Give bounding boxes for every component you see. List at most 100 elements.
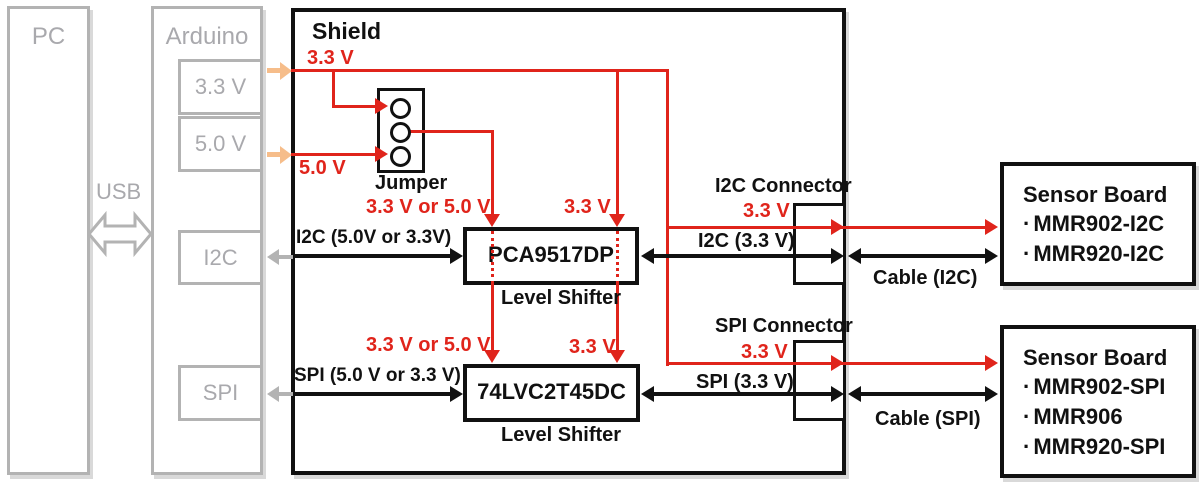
pca9517dp-box: PCA9517DP (463, 227, 639, 285)
spi-connector-box (793, 340, 846, 421)
sensor-board-spi-item: ·MMR920-SPI (1023, 432, 1192, 462)
arrowhead-supply-lvc (484, 350, 500, 363)
arrowhead-3v3-spi-connector (831, 355, 844, 371)
wire-spi-in (291, 392, 451, 396)
arrowhead-cable-i2c-left (848, 248, 861, 264)
wire-3v3-to-pca (616, 69, 619, 214)
usb-label: USB (96, 179, 142, 204)
pca-3v3-label: 3.3 V (564, 196, 611, 218)
arduino-pin-5v-label: 5.0 V (194, 131, 247, 156)
74lvc2t45dc-label: 74LVC2T45DC (477, 378, 626, 404)
bullet-icon: · (1023, 434, 1031, 459)
wire-i2c-to-arduino (279, 255, 293, 259)
rail-5v-label: 5.0 V (299, 157, 346, 179)
jumper-label: Jumper (375, 172, 448, 194)
wire-3v3-to-jumper-h (332, 105, 375, 108)
wire-3v3-trunk (666, 69, 669, 366)
arrowhead-i2c-to-connector (831, 248, 844, 264)
arrowhead-supply-pca (484, 214, 500, 227)
pca9517dp-label: PCA9517DP (488, 241, 614, 267)
wire-supply-to-lvc-1 (491, 284, 494, 351)
shield-title: Shield (312, 18, 382, 44)
arrowhead-5v-jumper (375, 146, 388, 162)
arrowhead-5v-into-shield (280, 146, 292, 164)
wire-supply-dotted-1 (491, 231, 494, 284)
arrowhead-3v3-pca (609, 214, 625, 227)
wire-3v3-to-lvc (616, 284, 619, 351)
arrowhead-3v3-lvc (609, 350, 625, 363)
arrowhead-3v3-jumper (375, 98, 388, 114)
wire-3v3-spi-feed (666, 362, 986, 365)
sensor-board-spi-text: Sensor Board ·MMR902-SPI ·MMR906 ·MMR920… (1004, 329, 1192, 474)
wire-3v3-i2c-feed (666, 226, 986, 229)
i2c-in-label: I2C (5.0V or 3.3V) (296, 227, 452, 248)
spi-connector-label: SPI Connector (715, 315, 853, 337)
pc-box: PC (7, 6, 90, 475)
pca-supply-label: 3.3 V or 5.0 V (366, 196, 491, 218)
lvc-caption: Level Shifter (501, 424, 622, 446)
sensor-board-i2c-text: Sensor Board ·MMR902-I2C ·MMR920-I2C (1004, 166, 1192, 282)
i2c-connector-label: I2C Connector (715, 175, 852, 197)
arrowhead-cable-spi-left (848, 386, 861, 402)
pc-label: PC (31, 23, 66, 50)
arduino-pin-spi-box: SPI (178, 365, 263, 421)
sensor-model: MMR902-I2C (1033, 211, 1165, 236)
wire-5v-to-jumper (291, 153, 375, 156)
wire-cable-i2c (860, 254, 986, 258)
arrowhead-3v3-i2c-connector (831, 219, 844, 235)
wire-3v3-rail (291, 69, 668, 72)
jumper-pin-middle (390, 122, 411, 143)
wire-spi-to-arduino (279, 392, 293, 396)
arrowhead-spi-into-lvc (450, 386, 463, 402)
arrowhead-spi-to-connector (831, 386, 844, 402)
wire-3v3-from-arduino (267, 68, 281, 73)
jumper-pin-top (390, 98, 411, 119)
lvc-3v3-label: 3.3 V (569, 336, 616, 358)
74lvc2t45dc-box: 74LVC2T45DC (463, 364, 640, 422)
bullet-icon: · (1023, 241, 1031, 266)
i2c-bus-label: I2C (3.3 V) (698, 230, 795, 252)
arduino-pin-5v-box: 5.0 V (178, 116, 263, 172)
pca-caption: Level Shifter (501, 287, 622, 309)
wire-i2c-in (291, 254, 451, 258)
cable-i2c-label: Cable (I2C) (873, 267, 978, 289)
arrowhead-3v3-i2c-board (985, 219, 998, 235)
arrowhead-3v3-spi-board (985, 355, 998, 371)
wire-cable-spi (860, 392, 986, 396)
sensor-board-spi-box: Sensor Board ·MMR902-SPI ·MMR906 ·MMR920… (1000, 325, 1196, 478)
i2c-connector-box (793, 203, 846, 285)
arrowhead-i2c-into-pca (450, 248, 463, 264)
bullet-icon: · (1023, 404, 1031, 429)
usb-double-arrow-icon (87, 210, 153, 258)
spi-bus-label: SPI (3.3 V) (696, 371, 794, 393)
i2c-connector-power-label: 3.3 V (743, 200, 790, 222)
arrowhead-cable-spi-right (985, 386, 998, 402)
arrowhead-3v3-into-shield (280, 62, 292, 80)
spi-in-label: SPI (5.0 V or 3.3 V) (294, 365, 461, 386)
arduino-pin-3v3-label: 3.3 V (194, 74, 247, 99)
jumper-pin-bottom (390, 146, 411, 167)
sensor-model: MMR902-SPI (1033, 374, 1166, 399)
wire-i2c-pca-connector (653, 254, 832, 258)
sensor-model: MMR920-SPI (1033, 434, 1166, 459)
arduino-pin-i2c-label: I2C (203, 245, 238, 270)
rail-3v3-label: 3.3 V (307, 47, 354, 69)
cable-spi-label: Cable (SPI) (875, 408, 981, 430)
bullet-icon: · (1023, 374, 1031, 399)
spi-connector-power-label: 3.3 V (741, 341, 788, 363)
arrowhead-i2c-arduino (267, 249, 279, 265)
arrowhead-spi-arduino (267, 386, 279, 402)
arrowhead-cable-i2c-right (985, 248, 998, 264)
wire-jumper-out-v (491, 130, 494, 214)
wire-3v3-to-jumper-v (332, 69, 335, 108)
arduino-label: Arduino (165, 23, 249, 50)
sensor-board-i2c-item: ·MMR902-I2C (1023, 209, 1192, 239)
sensor-board-spi-item: ·MMR902-SPI (1023, 372, 1192, 402)
sensor-model: MMR920-I2C (1033, 241, 1165, 266)
lvc-supply-label: 3.3 V or 5.0 V (366, 334, 491, 356)
sensor-board-i2c-box: Sensor Board ·MMR902-I2C ·MMR920-I2C (1000, 162, 1196, 286)
arduino-pin-i2c-box: I2C (178, 230, 263, 285)
wire-5v-from-arduino (267, 152, 281, 157)
sensor-board-i2c-item: ·MMR920-I2C (1023, 239, 1192, 269)
